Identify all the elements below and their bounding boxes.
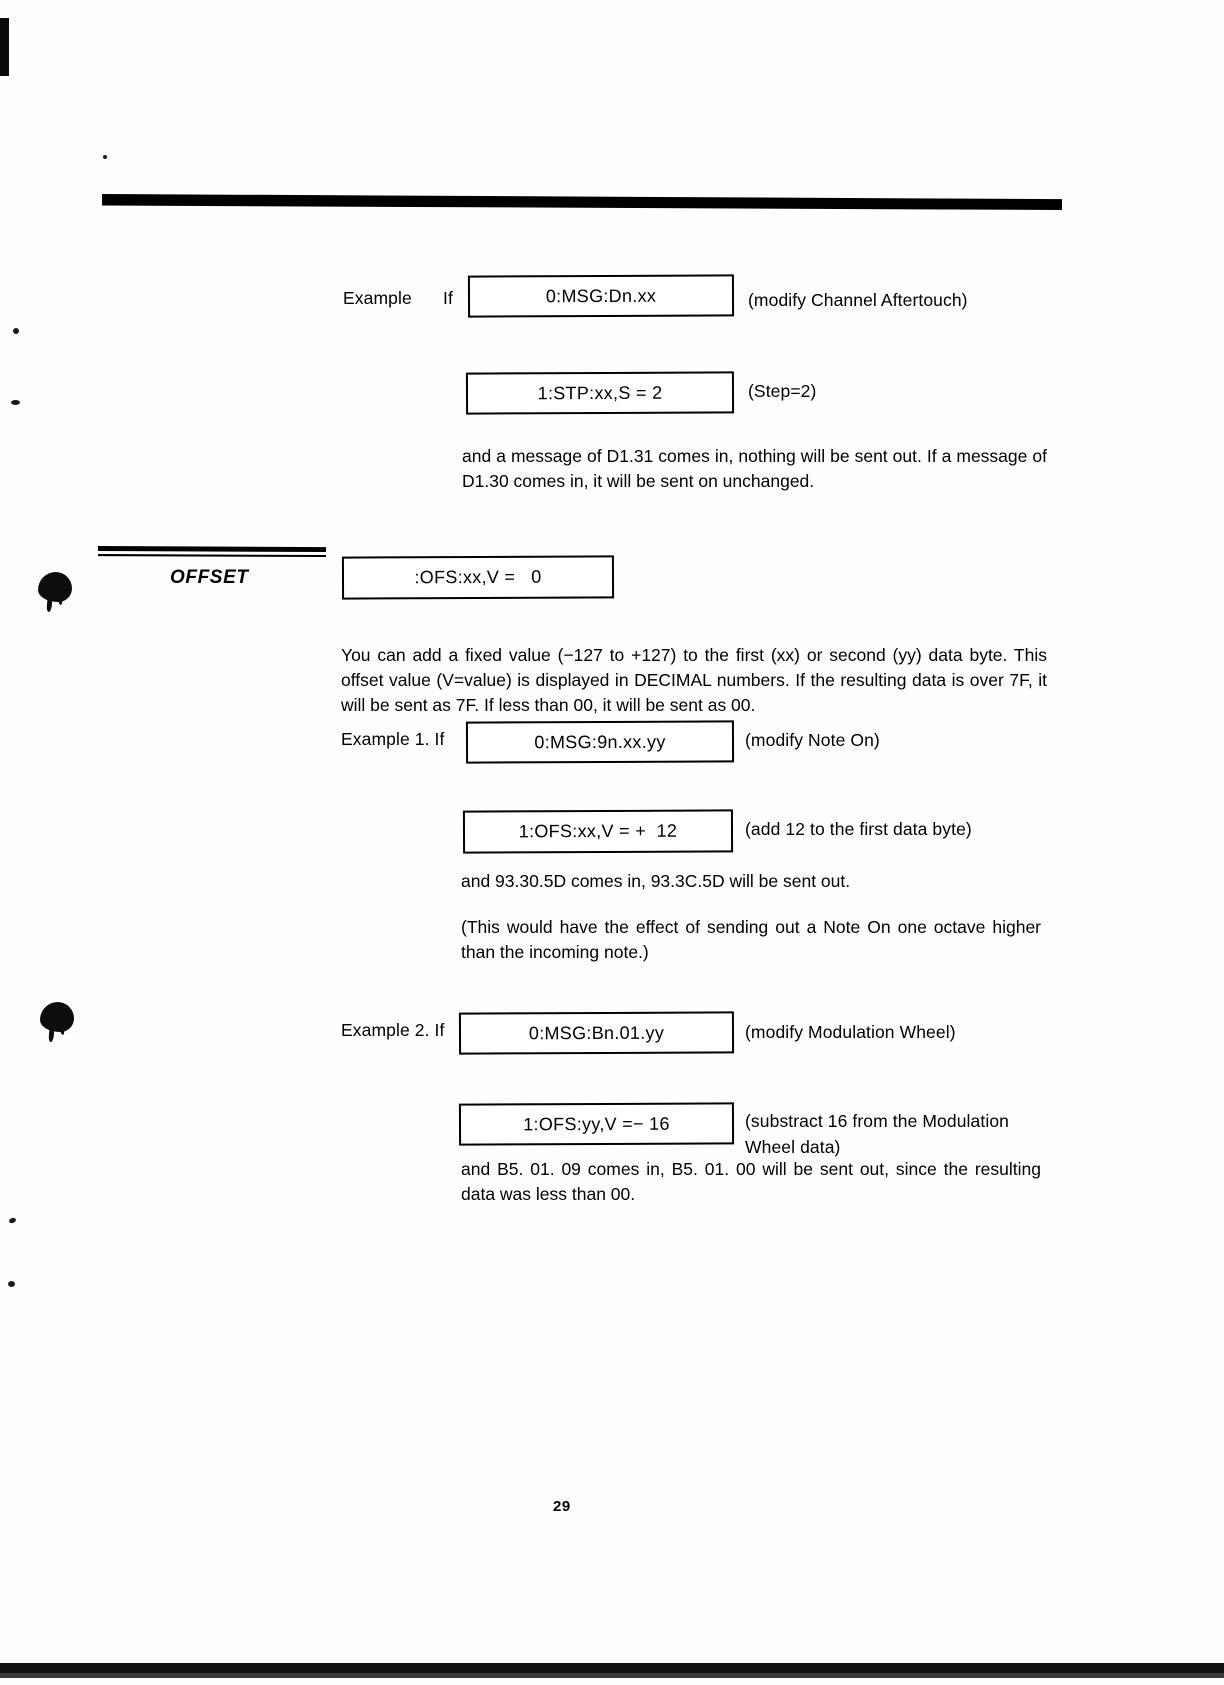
section-title-offset: OFFSET bbox=[170, 567, 249, 588]
scan-speck bbox=[8, 1216, 17, 1225]
paragraph-offset-body: You can add a fixed value (−127 to +127)… bbox=[341, 645, 1047, 715]
display-box-text: 1:STP:xx,S = 2 bbox=[537, 382, 663, 403]
ink-blot-artifact bbox=[40, 1002, 74, 1032]
scan-speck bbox=[8, 1281, 15, 1287]
annotation-add-12: (add 12 to the first data byte) bbox=[745, 819, 972, 839]
display-box-msg-bn: 0:MSG:Bn.01.yy bbox=[458, 1011, 735, 1055]
page-number: 29 bbox=[553, 1498, 571, 1515]
annotation-step-2: (Step=2) bbox=[748, 381, 817, 401]
scan-edge-artifact bbox=[0, 18, 9, 76]
paragraph-example-1-result: and 93.30.5D comes in, 93.3C.5D will be … bbox=[461, 871, 851, 891]
example-label-aftertouch: Example bbox=[343, 288, 412, 308]
annotation-substract-16-line2: Wheel data) bbox=[745, 1137, 841, 1157]
ink-blot-artifact bbox=[38, 572, 72, 602]
paragraph-example-1-remark: (This would have the effect of sending o… bbox=[461, 917, 1041, 962]
scan-edge-artifact-bottom bbox=[0, 1663, 1224, 1678]
paragraph-example-2-result: and B5. 01. 09 comes in, B5. 01. 00 will… bbox=[461, 1159, 1041, 1204]
display-box-text: 0:MSG:9n.xx.yy bbox=[534, 731, 666, 752]
display-box-text: 1:OFS:yy,V =− 16 bbox=[523, 1113, 670, 1134]
annotation-modify-note-on: (modify Note On) bbox=[745, 730, 880, 750]
example-1-label: Example 1. If bbox=[341, 729, 445, 749]
header-rule bbox=[102, 194, 1062, 210]
annotation-substract-16-line1: (substract 16 from the Modulation bbox=[745, 1111, 1009, 1131]
display-box-text: :OFS:xx,V = 0 bbox=[414, 566, 542, 588]
if-label-aftertouch: If bbox=[443, 288, 453, 308]
display-box-msg-9n: 0:MSG:9n.xx.yy bbox=[465, 720, 735, 764]
display-box-msg-dn: 0:MSG:Dn.xx bbox=[467, 274, 735, 318]
annotation-modify-channel-aftertouch: (modify Channel Aftertouch) bbox=[748, 290, 968, 310]
display-box-text: 0:MSG:Dn.xx bbox=[545, 285, 657, 306]
display-box-ofs-xx: 1:OFS:xx,V = + 12 bbox=[462, 809, 734, 854]
display-box-ofs-yy: 1:OFS:yy,V =− 16 bbox=[458, 1102, 735, 1146]
annotation-modify-modulation-wheel: (modify Modulation Wheel) bbox=[745, 1022, 956, 1042]
scan-speck bbox=[13, 328, 19, 334]
display-box-text: 1:OFS:xx,V = + 12 bbox=[518, 820, 678, 842]
display-box-stp: 1:STP:xx,S = 2 bbox=[465, 371, 735, 415]
scan-speck bbox=[103, 155, 107, 159]
example-2-label: Example 2. If bbox=[341, 1020, 445, 1040]
display-box-offset-header: :OFS:xx,V = 0 bbox=[341, 555, 615, 600]
scan-speck bbox=[11, 400, 20, 405]
offset-section-rule bbox=[98, 546, 326, 558]
paragraph-aftertouch-body: and a message of D1.31 comes in, nothing… bbox=[462, 446, 1047, 491]
display-box-text: 0:MSG:Bn.01.yy bbox=[528, 1022, 665, 1043]
